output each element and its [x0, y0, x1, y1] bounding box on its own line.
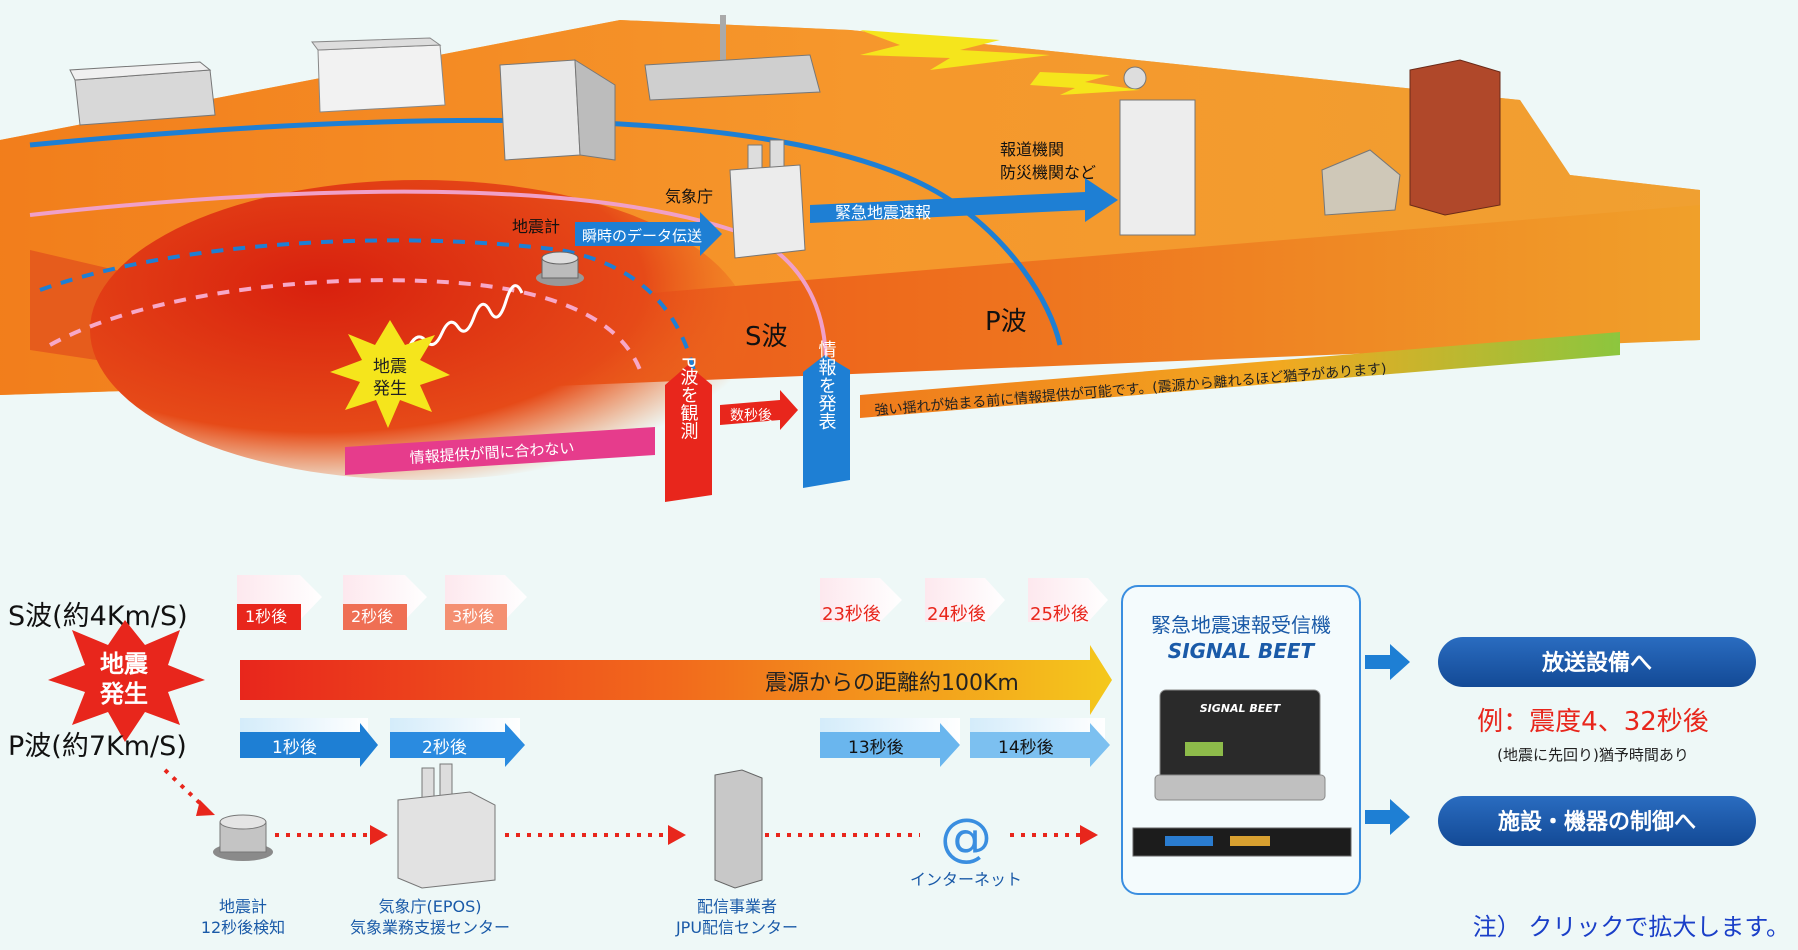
controller-device-icon: [1132, 827, 1352, 857]
internet-at-icon: @: [940, 808, 992, 868]
building-tower: [1409, 59, 1501, 216]
p-observe-label: P波を観測: [678, 357, 699, 441]
media-label-line2: 防災機関など: [1000, 163, 1096, 182]
media-label-line1: 報道機関: [1000, 140, 1064, 159]
svg-text:2秒後: 2秒後: [422, 738, 467, 758]
receiver-brand: SIGNAL BEET: [1168, 639, 1316, 663]
p-step-2: 2秒後: [390, 718, 525, 767]
p-step-13: 13秒後: [820, 718, 960, 767]
eew-arrow-label: 緊急地震速報: [835, 203, 931, 222]
seismometer-icon-top: [536, 251, 584, 286]
chain-dot-diagonal: [163, 768, 207, 810]
seismometer-detect-label: 12秒後検知: [201, 918, 285, 937]
svg-text:1秒後: 1秒後: [245, 607, 287, 626]
s-step-23: 23秒後: [820, 578, 902, 625]
jma-center-label: 気象業務支援センター: [350, 918, 510, 937]
building-jma: [729, 139, 806, 259]
building-office-1: [499, 59, 616, 161]
control-button[interactable]: 施設・機器の制御へ: [1438, 796, 1756, 846]
data-transfer-arrow: 瞬時のデータ伝送: [575, 212, 722, 256]
distance-label: 震源からの距離約100Km: [765, 671, 1019, 696]
svg-text:2秒後: 2秒後: [351, 607, 393, 626]
few-seconds-label: 数秒後: [730, 408, 772, 424]
example-sub-label: (地震に先回り)猶予時間あり: [1497, 746, 1689, 764]
data-transfer-label: 瞬時のデータ伝送: [582, 227, 702, 245]
device-brand-label: SIGNAL BEET: [1200, 702, 1282, 715]
building-media: [1119, 66, 1196, 236]
jma-building-icon: [397, 763, 496, 889]
building-apartment-1: [69, 61, 216, 126]
svg-text:23秒後: 23秒後: [822, 604, 881, 625]
output-arrow-broadcast: [1365, 644, 1410, 680]
p-step-1: 1秒後: [240, 718, 378, 767]
seismometer-icon-bottom: [213, 814, 273, 861]
output-arrow-control: [1365, 799, 1410, 835]
chain-arrowhead-1: [370, 825, 388, 845]
few-seconds-arrow: 数秒後: [720, 390, 798, 430]
svg-text:13秒後: 13秒後: [848, 738, 904, 758]
building-house: [1321, 149, 1401, 216]
control-button-label: 施設・機器の制御へ: [1498, 809, 1696, 835]
jma-label: 気象庁: [665, 187, 713, 206]
quake-star-bottom: 地震 発生: [48, 620, 205, 742]
building-hospital: [311, 37, 446, 113]
chain-arrowhead-4: [1080, 825, 1098, 845]
distributor-building-icon: [714, 769, 763, 889]
quake-star-top: 地震 発生: [330, 320, 450, 428]
s-step-3: 3秒後: [445, 575, 527, 630]
quake-top-line2: 発生: [373, 379, 407, 399]
receiver-device-icon: SIGNAL BEET: [1154, 689, 1326, 801]
lightning-bolt-1: [860, 30, 1050, 70]
broadcast-button-label: 放送設備へ: [1541, 650, 1652, 676]
s-step-24: 24秒後: [925, 578, 1005, 625]
seismometer-bottom-label: 地震計: [219, 897, 267, 916]
s-wave-speed-label: S波(約4Km/S): [8, 601, 188, 632]
broadcast-button[interactable]: 放送設備へ: [1438, 637, 1756, 687]
distributor-center-label: JPU配信センター: [675, 918, 798, 937]
quake-top-line1: 地震: [373, 357, 407, 377]
quake-bottom-line2: 発生: [99, 680, 148, 708]
chain-arrowhead-2: [668, 825, 686, 845]
quake-bottom-line1: 地震: [100, 650, 149, 678]
s-step-2: 2秒後: [343, 575, 427, 630]
svg-text:25秒後: 25秒後: [1030, 604, 1089, 625]
distance-arrow: 震源からの距離約100Km: [240, 645, 1112, 715]
info-issue-box: 情報を発表: [803, 340, 850, 488]
s-step-1: 1秒後: [237, 575, 322, 630]
seismometer-label: 地震計: [512, 217, 560, 236]
svg-text:1秒後: 1秒後: [272, 738, 317, 758]
info-issue-label: 情報を発表: [816, 340, 837, 430]
s-wave-label: S波: [745, 322, 788, 352]
eew-arrow: 緊急地震速報: [810, 178, 1118, 223]
p-observe-box: P波を観測: [665, 357, 712, 502]
p-wave-speed-label: P波(約7Km/S): [8, 731, 187, 762]
p-step-14: 14秒後: [970, 718, 1110, 767]
jma-epos-label: 気象庁(EPOS): [379, 897, 482, 916]
footer-note[interactable]: 注） クリックで拡大します。: [1473, 913, 1790, 941]
svg-text:3秒後: 3秒後: [452, 607, 494, 626]
building-factory: [644, 15, 821, 101]
example-label: 例：震度4、32秒後: [1477, 707, 1709, 737]
receiver-title: 緊急地震速報受信機: [1151, 613, 1331, 637]
s-wave-line: [29, 189, 828, 381]
p-wave-label: P波: [985, 307, 1027, 337]
p-wave-front-dashed: [39, 238, 697, 376]
internet-label: インターネット: [910, 870, 1022, 889]
p-wave-line: [29, 117, 1063, 346]
s-step-25: 25秒後: [1028, 578, 1108, 625]
svg-text:14秒後: 14秒後: [998, 738, 1054, 758]
distributor-label: 配信事業者: [697, 897, 777, 916]
chain-arrowhead-0: [196, 800, 215, 816]
svg-text:24秒後: 24秒後: [927, 604, 986, 625]
lightning-bolt-2: [1030, 72, 1140, 95]
